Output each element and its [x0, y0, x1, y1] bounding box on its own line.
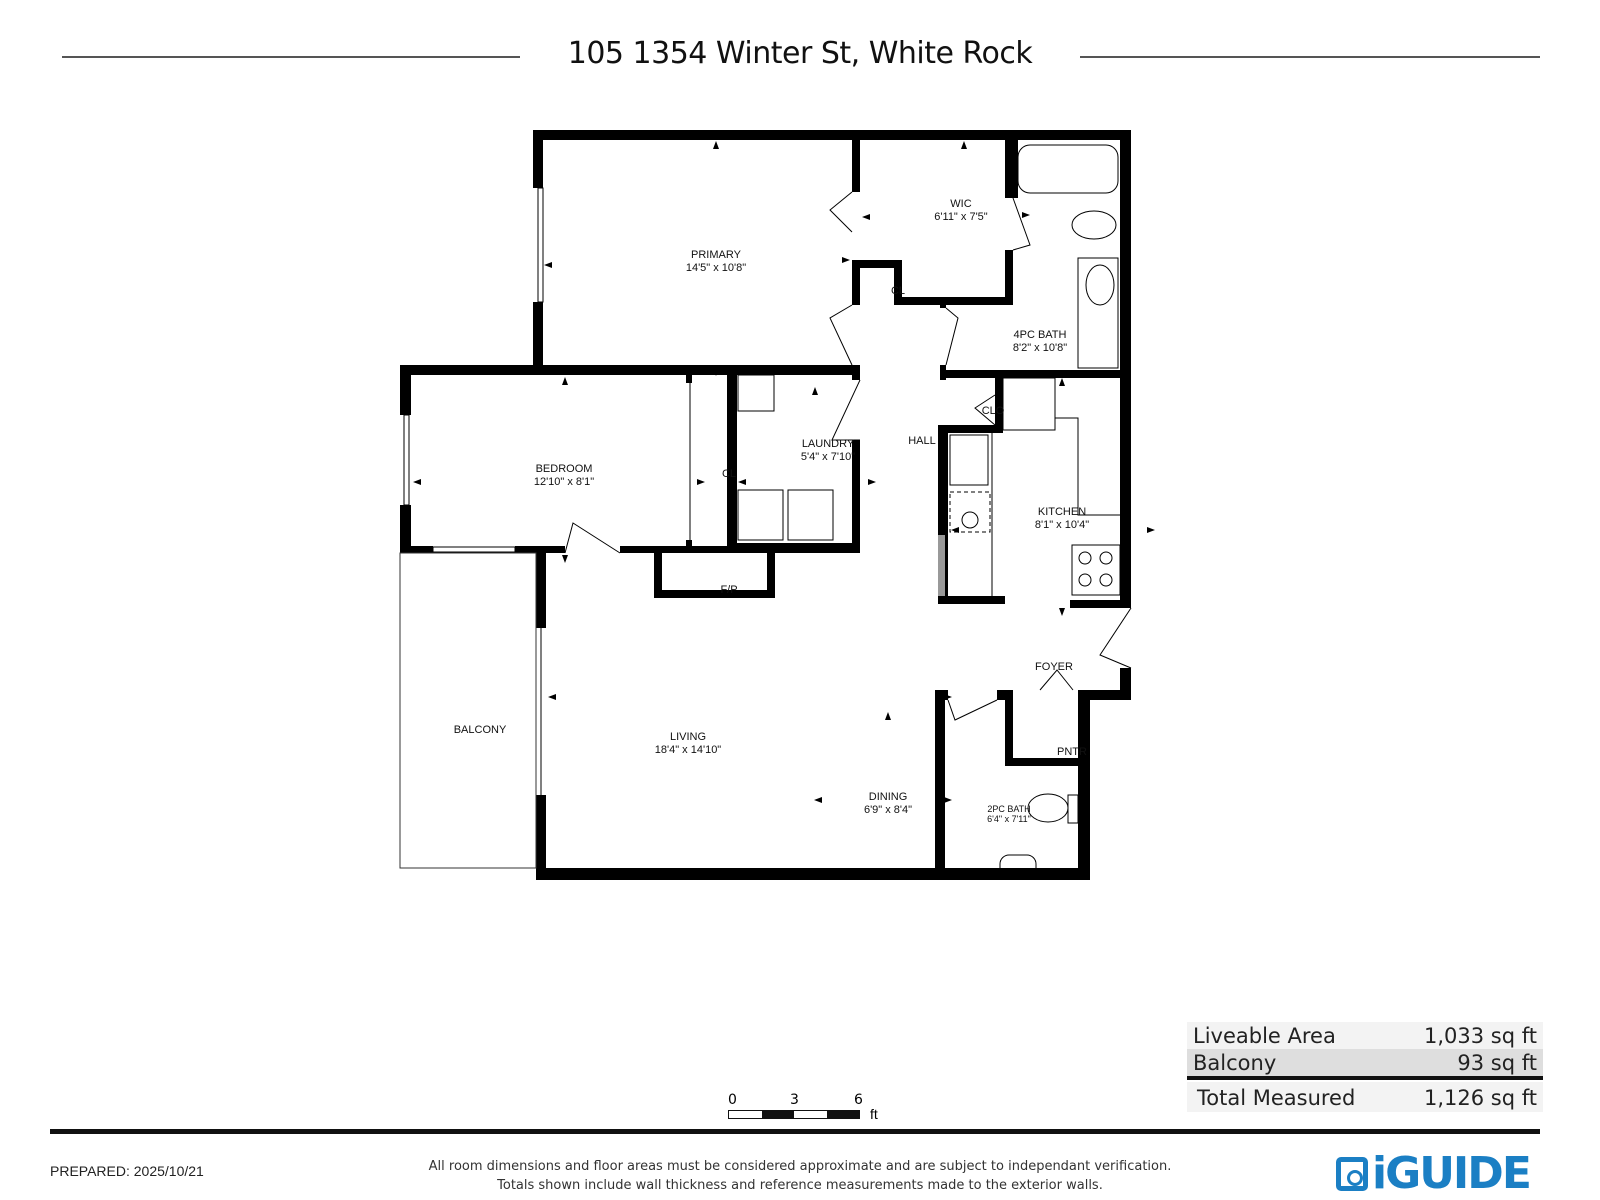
- label-fireplace: F/P: [720, 584, 737, 596]
- room-name-wic: WIC: [950, 198, 971, 210]
- room-name-primary: PRIMARY: [691, 249, 742, 261]
- camera-icon: [1336, 1156, 1368, 1191]
- fixtures: [399, 144, 1132, 878]
- iguide-logo: iGUIDE: [1336, 1148, 1532, 1199]
- room-dims-4pc-bath: 8'2" x 10'8": [1013, 342, 1067, 354]
- label-pantry: PNTR: [1057, 746, 1087, 758]
- disclaimer-line-1: All room dimensions and floor areas must…: [428, 1159, 1172, 1174]
- room-dims-2pc-bath: 6'4" x 7'11": [987, 814, 1031, 824]
- label-cl-primary: CL: [891, 285, 905, 297]
- title-rule-right: [1080, 56, 1540, 58]
- area-label: Balcony: [1193, 1051, 1277, 1075]
- label-clo: CLO: [982, 405, 1005, 417]
- area-value: 1,033 sq ft: [1424, 1024, 1537, 1048]
- scale-tick: 3: [790, 1092, 799, 1108]
- label-balcony: BALCONY: [454, 724, 507, 736]
- room-name-2pc-bath: 2PC BATH: [987, 804, 1030, 814]
- area-row-balcony: Balcony 93 sq ft: [1187, 1049, 1543, 1080]
- room-dims-primary: 14'5" x 10'8": [686, 262, 746, 274]
- room-dims-living: 18'4" x 14'10": [655, 744, 722, 756]
- room-name-living: LIVING: [670, 731, 706, 743]
- counter-edge: [938, 535, 945, 596]
- scale-unit: ft: [870, 1106, 878, 1122]
- walls: [400, 130, 1131, 880]
- logo-text: iGUIDE: [1372, 1148, 1532, 1199]
- area-row-total: Total Measured 1,126 sq ft: [1187, 1082, 1543, 1112]
- room-dims-laundry: 5'4" x 7'10": [801, 451, 855, 463]
- room-dims-dining: 6'9" x 8'4": [864, 804, 912, 816]
- room-name-dining: DINING: [869, 791, 908, 803]
- scale-tick: 6: [854, 1092, 863, 1108]
- title-rule-left: [62, 56, 520, 58]
- room-labels: PRIMARY 14'5" x 10'8" WIC 6'11" x 7'5" 4…: [454, 198, 1089, 824]
- area-summary-table: Liveable Area 1,033 sq ft Balcony 93 sq …: [1187, 1022, 1543, 1112]
- area-value: 1,126 sq ft: [1424, 1086, 1537, 1110]
- room-name-laundry: LAUNDRY: [802, 438, 855, 450]
- room-dims-wic: 6'11" x 7'5": [934, 211, 987, 223]
- disclaimer: All room dimensions and floor areas must…: [420, 1157, 1180, 1195]
- scale-bar: 0 3 6 ft: [728, 1092, 878, 1122]
- area-row-liveable: Liveable Area 1,033 sq ft: [1187, 1022, 1543, 1049]
- room-dims-kitchen: 8'1" x 10'4": [1035, 519, 1089, 531]
- label-hall: HALL: [908, 435, 936, 447]
- prepared-date: PREPARED: 2025/10/21: [50, 1163, 204, 1179]
- room-name-kitchen: KITCHEN: [1038, 506, 1086, 518]
- area-label: Total Measured: [1197, 1086, 1356, 1110]
- label-foyer: FOYER: [1035, 661, 1073, 673]
- room-name-bedroom: BEDROOM: [536, 463, 593, 475]
- area-label: Liveable Area: [1193, 1024, 1336, 1048]
- page-title: 105 1354 Winter St, White Rock: [567, 36, 1033, 71]
- dimension-arrows: [413, 141, 1155, 880]
- footer-divider: [50, 1129, 1540, 1134]
- room-dims-bedroom: 12'10" x 8'1": [534, 476, 594, 488]
- area-value: 93 sq ft: [1457, 1051, 1537, 1075]
- label-cl-bedroom: CL: [722, 468, 736, 480]
- room-name-4pc-bath: 4PC BATH: [1014, 329, 1067, 341]
- disclaimer-line-2: Totals shown include wall thickness and …: [497, 1178, 1103, 1193]
- header: 105 1354 Winter St, White Rock: [0, 32, 1600, 82]
- scale-tick: 0: [728, 1092, 737, 1108]
- scale-bar-graphic: [728, 1110, 860, 1119]
